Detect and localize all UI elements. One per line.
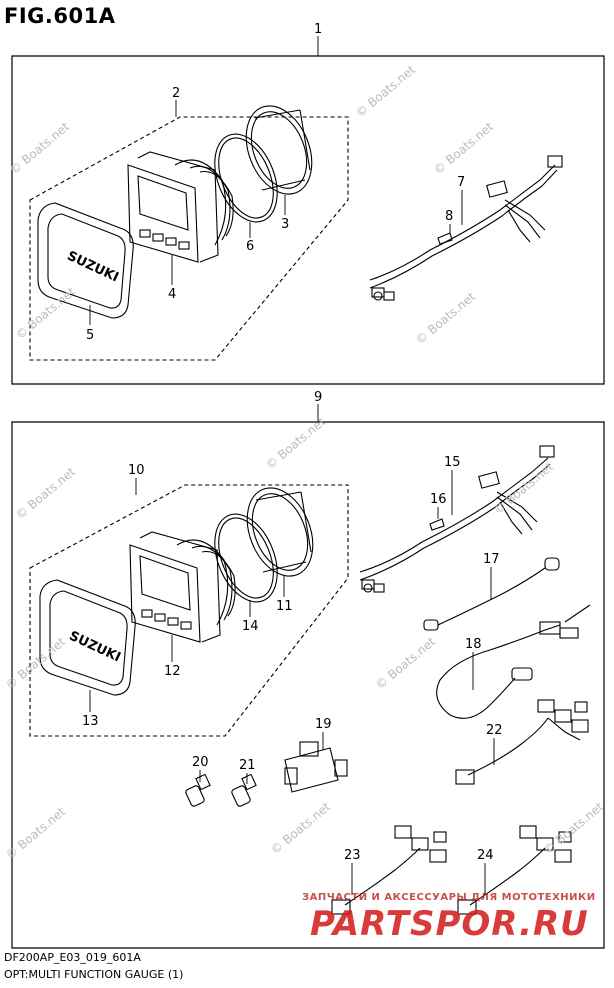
watermark-5: © Boats.net	[13, 284, 78, 342]
watermark-13: © Boats.net	[3, 804, 68, 862]
callout-5: 5	[86, 328, 94, 343]
footer-code: DF200AP_E03_019_601A	[4, 951, 141, 964]
kit-9-frame	[11, 421, 605, 949]
clip-icon-8	[437, 232, 453, 245]
watermark-9: © Boats.net	[3, 634, 68, 692]
callout-2: 2	[172, 86, 180, 101]
cover-icon-5	[37, 202, 134, 319]
cover-brand-label-1: SUZUKI	[65, 249, 121, 286]
watermark-2: © Boats.net	[431, 119, 496, 177]
callout-3: 3	[281, 217, 289, 232]
callout-6: 6	[246, 239, 254, 254]
nut-icon-11	[246, 487, 314, 577]
watermark-7: © Boats.net	[13, 464, 78, 522]
clip-icon-16	[429, 518, 445, 531]
callout-9: 9	[314, 390, 322, 405]
gauge-icon-12	[129, 544, 201, 643]
nut-icon-3	[245, 105, 313, 195]
callout-1: 1	[314, 22, 322, 37]
footer-description: OPT:MULTI FUNCTION GAUGE (1)	[4, 968, 184, 981]
terminator-icon-21	[231, 773, 257, 807]
harness-icon-23	[331, 825, 447, 915]
callout-21: 21	[239, 758, 256, 773]
callout-18: 18	[465, 637, 482, 652]
brand-tagline: ЗАПЧАСТИ И АКСЕССУАРЫ ДЛЯ МОТОТЕХНИКИ	[302, 892, 596, 903]
callout-8: 8	[445, 209, 453, 224]
watermark-12: © Boats.net	[541, 799, 606, 857]
callout-20: 20	[192, 755, 209, 770]
kit-1-frame	[11, 55, 605, 385]
callout-4: 4	[168, 287, 176, 302]
gauge-icon-4	[127, 164, 199, 263]
callout-10: 10	[128, 463, 145, 478]
watermark-4: © Boats.net	[413, 289, 478, 347]
brand-logo[interactable]: PARTSPOR.RU	[310, 904, 589, 944]
callout-23: 23	[344, 848, 361, 863]
callout-15: 15	[444, 455, 461, 470]
harness-icon-22	[455, 699, 589, 785]
watermark-11: © Boats.net	[268, 799, 333, 857]
callout-17: 17	[483, 552, 500, 567]
cable-icon-17	[423, 557, 560, 631]
callout-11: 11	[276, 599, 293, 614]
t-connector-icon-19	[284, 741, 348, 793]
cover-brand-label-2: SUZUKI	[67, 629, 123, 666]
callout-19: 19	[315, 717, 332, 732]
callout-24: 24	[477, 848, 494, 863]
watermark-10: © Boats.net	[373, 634, 438, 692]
callout-12: 12	[164, 664, 181, 679]
cable-icon-18	[436, 604, 591, 719]
harness-icon-7	[369, 155, 563, 301]
gauge-group-2-box	[29, 484, 349, 737]
ring-icon-6	[214, 133, 278, 223]
terminator-icon-20	[185, 773, 211, 807]
callout-16: 16	[430, 492, 447, 507]
watermark-6: © Boats.net	[263, 414, 328, 472]
callout-13: 13	[82, 714, 99, 729]
callout-7: 7	[457, 175, 465, 190]
ring-icon-14	[214, 513, 278, 603]
harness-icon-15	[359, 445, 555, 593]
watermark-1: © Boats.net	[353, 62, 418, 120]
gauge-group-1-box	[29, 116, 349, 361]
harness-icon-24	[457, 825, 572, 915]
watermark-3: © Boats.net	[7, 119, 72, 177]
cover-icon-13	[39, 579, 136, 696]
housing-icon-10	[139, 531, 236, 643]
figure-title: FIG.601A	[4, 4, 116, 28]
callout-22: 22	[486, 723, 503, 738]
callout-14: 14	[242, 619, 259, 634]
